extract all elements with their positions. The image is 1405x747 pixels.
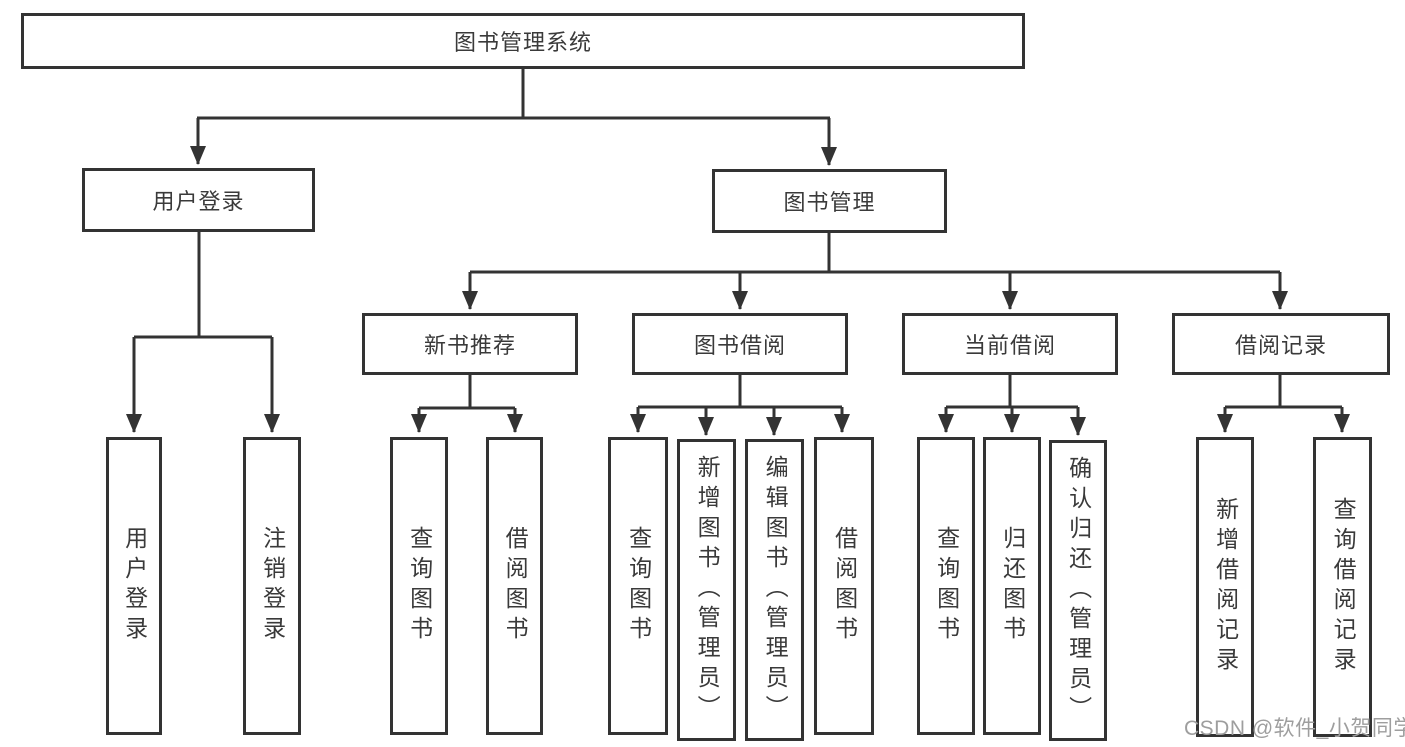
node-label: 归还图书: [999, 526, 1026, 646]
leaf-add-borrow-record: 新增借阅记录: [1196, 437, 1254, 737]
node-label: 用户登录: [152, 189, 245, 214]
node-label: 借阅图书: [831, 526, 858, 646]
leaf-return-books: 归还图书: [983, 437, 1041, 735]
leaf-borrow-books-recommend: 借阅图书: [486, 437, 543, 735]
node-new-book-recommendation: 新书推荐: [362, 313, 578, 375]
watermark: CSDN @软件_小贺同学: [1184, 717, 1405, 740]
node-label: 编辑图书（管理员）: [762, 455, 789, 725]
node-label: 查询图书: [933, 526, 960, 646]
node-current-borrowing: 当前借阅: [902, 313, 1118, 375]
node-user-login: 用户登录: [82, 168, 315, 232]
node-book-borrowing: 图书借阅: [632, 313, 848, 375]
node-label: 借阅记录: [1234, 333, 1327, 358]
node-label: 当前借阅: [963, 333, 1056, 358]
leaf-logout: 注销登录: [243, 437, 301, 735]
leaf-borrow-books: 借阅图书: [814, 437, 874, 735]
node-label: 图书借阅: [693, 333, 786, 358]
leaf-add-books-admin: 新增图书（管理员）: [677, 439, 736, 741]
node-label: 图书管理系统: [453, 30, 592, 55]
node-label: 查询图书: [625, 526, 652, 646]
connector-rails: [134, 69, 1342, 410]
node-book-management: 图书管理: [712, 169, 947, 233]
leaf-user-login: 用户登录: [106, 437, 162, 735]
node-label: 新书推荐: [423, 333, 516, 358]
node-label: 注销登录: [259, 526, 286, 646]
leaf-confirm-return-admin: 确认归还（管理员）: [1049, 440, 1107, 741]
node-label: 新增图书（管理员）: [694, 455, 721, 725]
node-label: 借阅图书: [502, 526, 529, 646]
connector-arrows: [126, 118, 1350, 436]
node-label: 查询图书: [406, 526, 433, 646]
leaf-query-books-current: 查询图书: [917, 437, 975, 735]
node-borrowing-records: 借阅记录: [1172, 313, 1390, 375]
node-label: 查询借阅记录: [1330, 497, 1357, 677]
node-label: 图书管理: [783, 190, 876, 215]
node-label: 确认归还（管理员）: [1065, 455, 1092, 726]
leaf-query-books-recommend: 查询图书: [390, 437, 448, 735]
leaf-edit-books-admin: 编辑图书（管理员）: [745, 439, 804, 741]
node-label: 用户登录: [121, 526, 148, 646]
leaf-query-borrow-record: 查询借阅记录: [1313, 437, 1372, 737]
leaf-query-books-borrow: 查询图书: [608, 437, 668, 735]
node-library-management-system: 图书管理系统: [21, 13, 1025, 69]
node-label: 新增借阅记录: [1212, 497, 1239, 677]
